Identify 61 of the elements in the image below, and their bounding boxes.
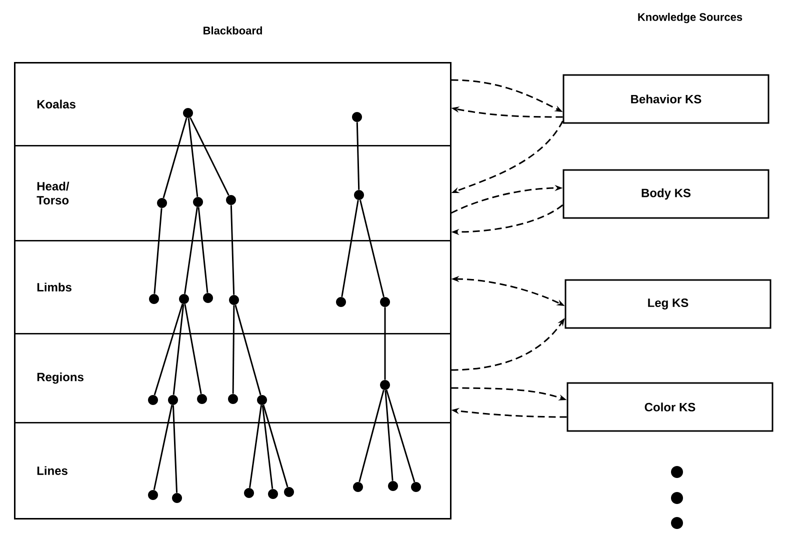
knowledge-source-box: Color KS xyxy=(566,382,774,432)
tree-branch xyxy=(360,200,384,298)
tree-dot xyxy=(183,108,193,118)
tree-branch xyxy=(232,305,235,394)
tree-dot xyxy=(352,112,362,122)
tree-dot xyxy=(179,294,189,304)
level-band: Lines xyxy=(14,422,452,520)
tree-dot xyxy=(353,482,363,492)
tree-dot xyxy=(157,198,167,208)
tree-branch xyxy=(234,304,262,396)
level-band: Head/ Torso xyxy=(14,145,452,242)
tree-dot xyxy=(226,195,236,205)
tree-branch xyxy=(262,405,274,489)
tree-branch xyxy=(262,404,288,488)
tree-branch xyxy=(358,390,384,482)
tree-dot xyxy=(284,487,294,497)
knowledge-source-box: Behavior KS xyxy=(562,74,770,124)
tree-dot xyxy=(203,293,213,303)
tree-dot xyxy=(244,488,254,498)
tree-dot xyxy=(193,197,203,207)
tree-branch xyxy=(386,390,416,482)
tree-branch xyxy=(153,404,173,490)
knowledge-source-box: Leg KS xyxy=(564,279,772,329)
tree-dot xyxy=(354,190,364,200)
level-band: Regions xyxy=(14,333,452,424)
tree-branch xyxy=(384,390,394,481)
tree-dot xyxy=(168,395,178,405)
tree-branch xyxy=(230,205,235,295)
tree-branch xyxy=(172,405,178,493)
knowledge-source-box: Body KS xyxy=(562,169,770,219)
tree-dot xyxy=(148,490,158,500)
tree-branch xyxy=(184,207,198,294)
tree-dot xyxy=(380,297,390,307)
tree-dot xyxy=(172,493,182,503)
tree-dot xyxy=(336,297,346,307)
tree-dot xyxy=(229,295,239,305)
tree-dot xyxy=(148,395,158,405)
tree-dot xyxy=(197,394,207,404)
tree-branch xyxy=(190,117,230,196)
tree-branch xyxy=(184,304,202,394)
tree-dot xyxy=(257,395,267,405)
tree-dot xyxy=(411,482,421,492)
tree-branch xyxy=(356,122,360,190)
tree-branch xyxy=(154,208,162,294)
tree-branch xyxy=(198,207,208,293)
tree-branch xyxy=(172,304,184,395)
tree-branch xyxy=(188,118,198,197)
level-band: Limbs xyxy=(14,240,452,334)
tree-dot xyxy=(388,481,398,491)
column-heading: Knowledge Sources xyxy=(638,12,742,24)
tree-branch xyxy=(162,118,188,198)
node-label: Blackboard xyxy=(204,26,262,34)
tree-dot xyxy=(380,380,390,390)
tree-branch xyxy=(384,307,386,380)
tree-branch xyxy=(248,405,262,488)
tree-dot xyxy=(228,394,238,404)
tree-branch xyxy=(341,200,359,297)
tree-dot xyxy=(268,489,278,499)
tree-branch xyxy=(154,304,184,396)
level-band: Koalas xyxy=(14,62,452,146)
tree-dot xyxy=(149,294,159,304)
